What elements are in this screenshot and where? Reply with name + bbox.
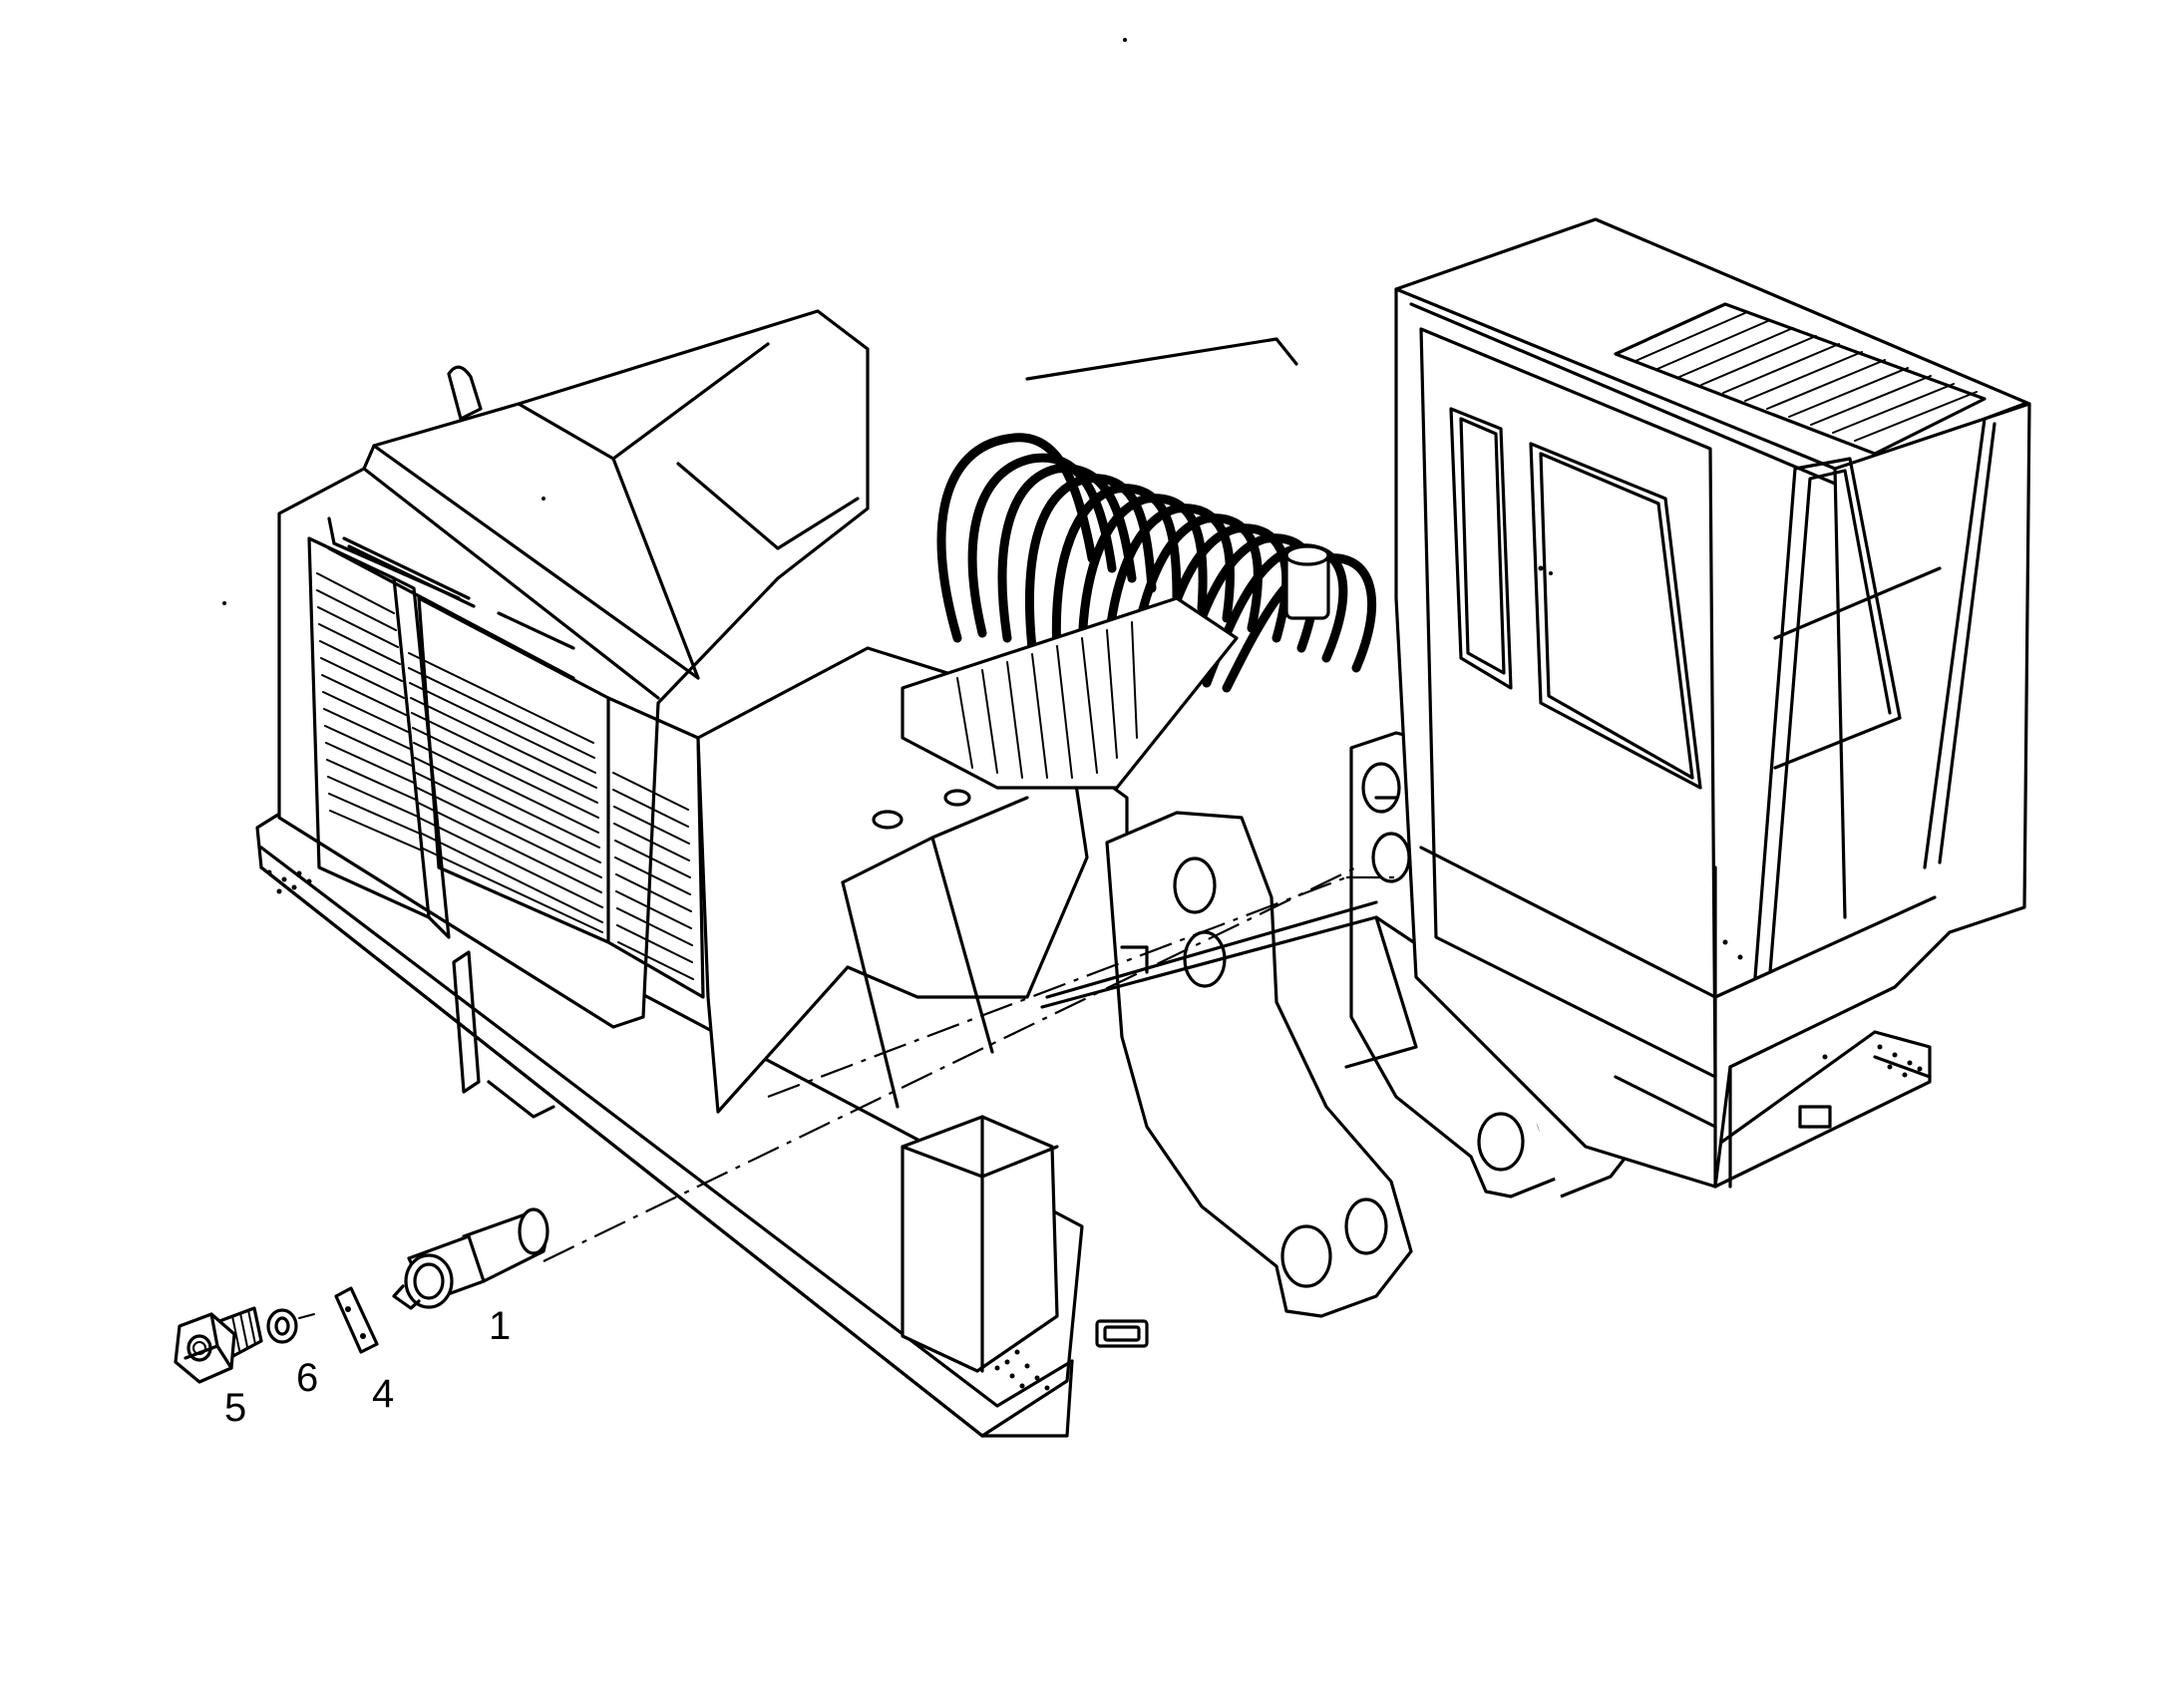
locking-plate-part-4: [334, 1286, 379, 1354]
washer-part-6: [266, 1308, 315, 1344]
callout-part-1: 1: [489, 1304, 512, 1348]
callout-part-6: 6: [296, 1356, 319, 1400]
hose-bundle: [901, 337, 1376, 790]
operator-cab: [1394, 217, 2031, 1189]
axis-lines: [543, 866, 1396, 1262]
pin-part-1: [392, 1207, 549, 1310]
callout-part-5: 5: [224, 1386, 247, 1430]
engine-housing: [277, 309, 870, 1119]
callout-part-4: 4: [372, 1372, 395, 1416]
bolt-part-5: [174, 1306, 263, 1384]
